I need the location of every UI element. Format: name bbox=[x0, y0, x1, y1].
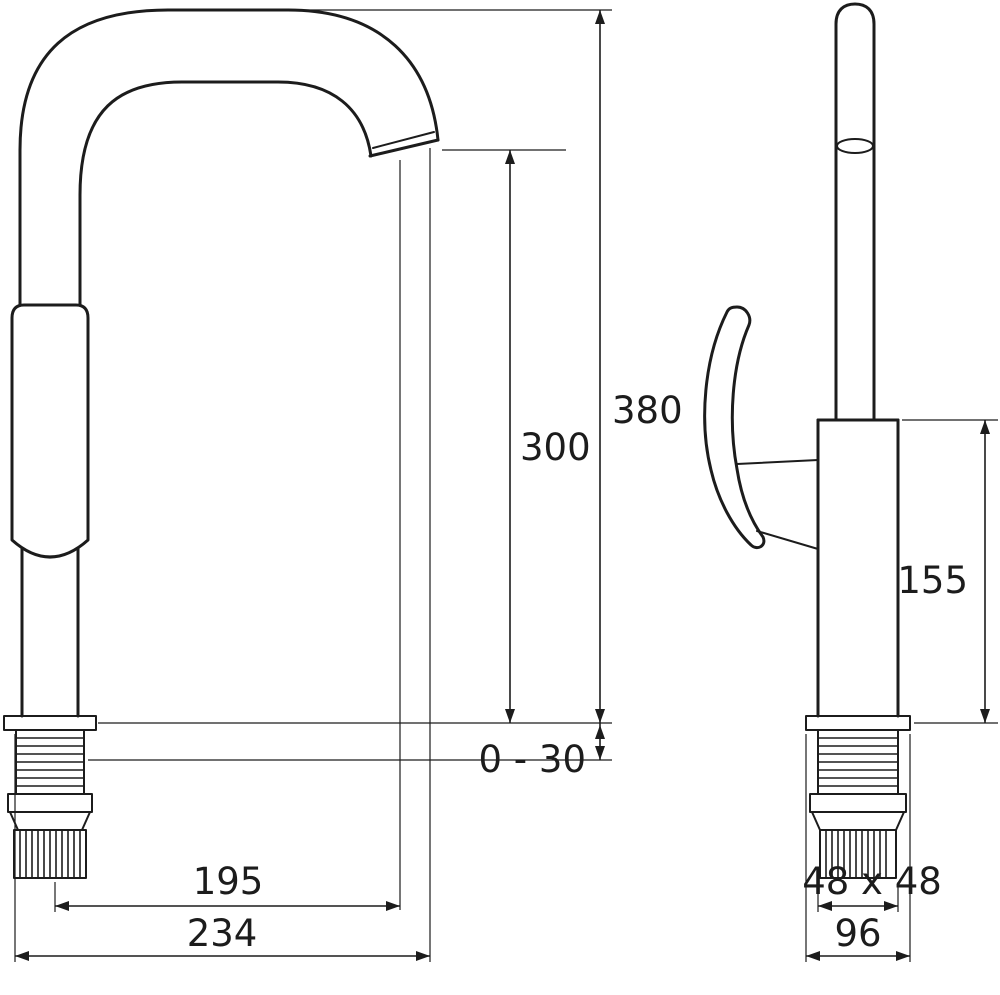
side-deck-flange bbox=[805, 715, 911, 731]
side-body bbox=[816, 418, 900, 718]
side-mounting-nut bbox=[811, 811, 905, 831]
side-spout-tube bbox=[834, 2, 876, 422]
spout-tip-opening bbox=[372, 131, 435, 149]
spout-tip bbox=[368, 138, 440, 158]
side-view bbox=[703, 2, 911, 879]
deck-flange bbox=[3, 715, 97, 731]
mounting-nut bbox=[9, 811, 91, 831]
handle-hub-bottom bbox=[756, 530, 819, 550]
dim-spout-height-label: 300 bbox=[520, 426, 591, 469]
side-lock-ring bbox=[809, 793, 907, 813]
dimension-arrows bbox=[15, 10, 990, 961]
handle-lever bbox=[703, 305, 766, 550]
side-knurled-cap bbox=[819, 829, 897, 879]
side-threaded-shank bbox=[817, 729, 899, 795]
knurled-cap bbox=[13, 829, 87, 879]
dim-overall-depth-label: 234 bbox=[187, 912, 258, 955]
dim-base-width-label: 96 bbox=[834, 912, 881, 955]
dim-spout-reach-label: 195 bbox=[193, 860, 264, 903]
dimension-annotations: 380 300 0 - 30 195 234 155 48 x 48 96 bbox=[14, 9, 998, 962]
body-sleeve bbox=[10, 303, 90, 559]
front-view bbox=[3, 8, 440, 879]
spout-inner-edge bbox=[78, 80, 373, 307]
spout-outer-edge bbox=[18, 8, 440, 307]
dim-mounting-range-label: 0 - 30 bbox=[479, 738, 587, 781]
dim-body-height-label: 155 bbox=[897, 559, 968, 602]
dim-base-section-label: 48 x 48 bbox=[802, 860, 942, 903]
threaded-shank bbox=[15, 729, 85, 795]
dim-total-height-label: 380 bbox=[612, 389, 683, 432]
handle-hub-top bbox=[736, 459, 819, 465]
lock-ring bbox=[7, 793, 93, 813]
spout-outlet-ellipse bbox=[836, 138, 874, 154]
